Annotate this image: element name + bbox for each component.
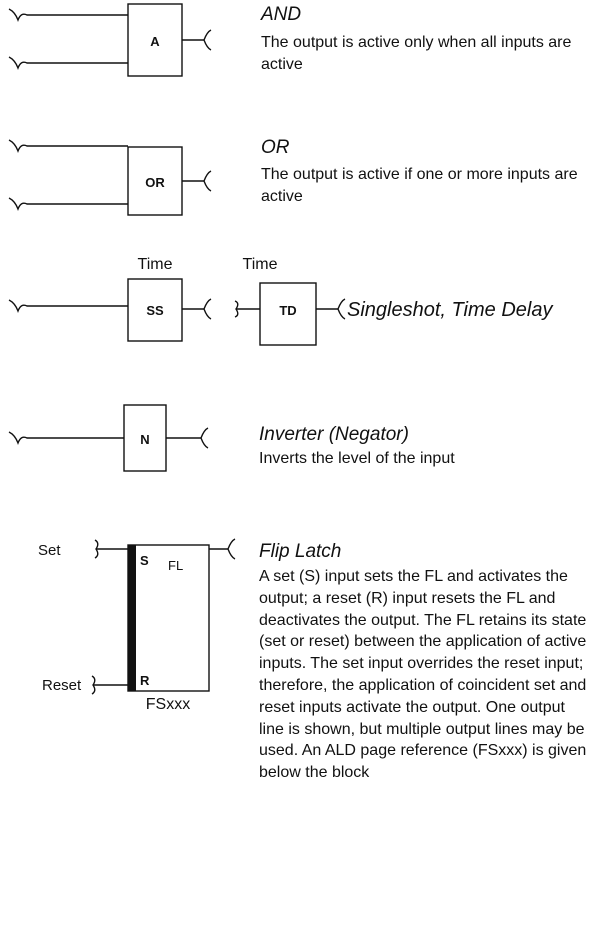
inverter-output-break: [200, 427, 209, 449]
or-input-line-1: [8, 139, 128, 153]
flip-latch-page-ref: FSxxx: [146, 696, 190, 713]
singleshot-block-label: SS: [146, 303, 164, 318]
singleshot-caption: Singleshot, Time Delay: [347, 299, 553, 321]
and-input-line-2: [8, 56, 128, 70]
inverter-block-label: N: [140, 432, 149, 447]
or-output-break: [203, 170, 212, 192]
flip-latch-name: FL: [168, 558, 183, 573]
time-delay-block: [259, 282, 317, 346]
reset-input-label: Reset: [42, 677, 82, 694]
singleshot-group: Time SS Time TD: [8, 256, 346, 346]
and-title: AND: [261, 4, 302, 25]
and-block-label: A: [150, 34, 160, 49]
singleshot-output-break: [203, 298, 212, 320]
flip-latch-title: Flip Latch: [259, 541, 342, 562]
set-pin-label: S: [140, 553, 149, 568]
time-delay-block-label: TD: [279, 303, 296, 318]
or-block-group: OR: [8, 139, 212, 216]
time-delay-time-label: Time: [243, 256, 278, 273]
inverter-input-line: [8, 431, 124, 445]
or-description: The output is active if one or more inpu…: [261, 166, 578, 205]
inverter-group: N: [8, 404, 209, 472]
or-title: OR: [261, 137, 290, 158]
and-description: The output is active only when all input…: [261, 34, 572, 73]
flip-latch-output-break: [227, 538, 236, 560]
flip-latch-bar: [128, 545, 136, 691]
or-block-label: OR: [145, 175, 165, 190]
flip-latch-description: A set (S) input sets the FL and activate…: [259, 568, 587, 782]
and-output-break: [203, 29, 212, 51]
singleshot-input-line: [8, 299, 128, 313]
reset-pin-label: R: [140, 673, 150, 688]
flip-latch-group: Set Reset S FL R FSxxx: [38, 538, 236, 713]
time-delay-output-break: [337, 298, 346, 320]
or-input-line-2: [8, 197, 128, 211]
singleshot-block: [127, 278, 183, 342]
set-input-label: Set: [38, 542, 61, 559]
and-block-group: A: [8, 3, 212, 77]
and-input-line-1: [8, 8, 128, 22]
inverter-description: Inverts the level of the input: [259, 450, 455, 467]
singleshot-time-label: Time: [138, 256, 173, 273]
inverter-title: Inverter (Negator): [259, 424, 409, 445]
